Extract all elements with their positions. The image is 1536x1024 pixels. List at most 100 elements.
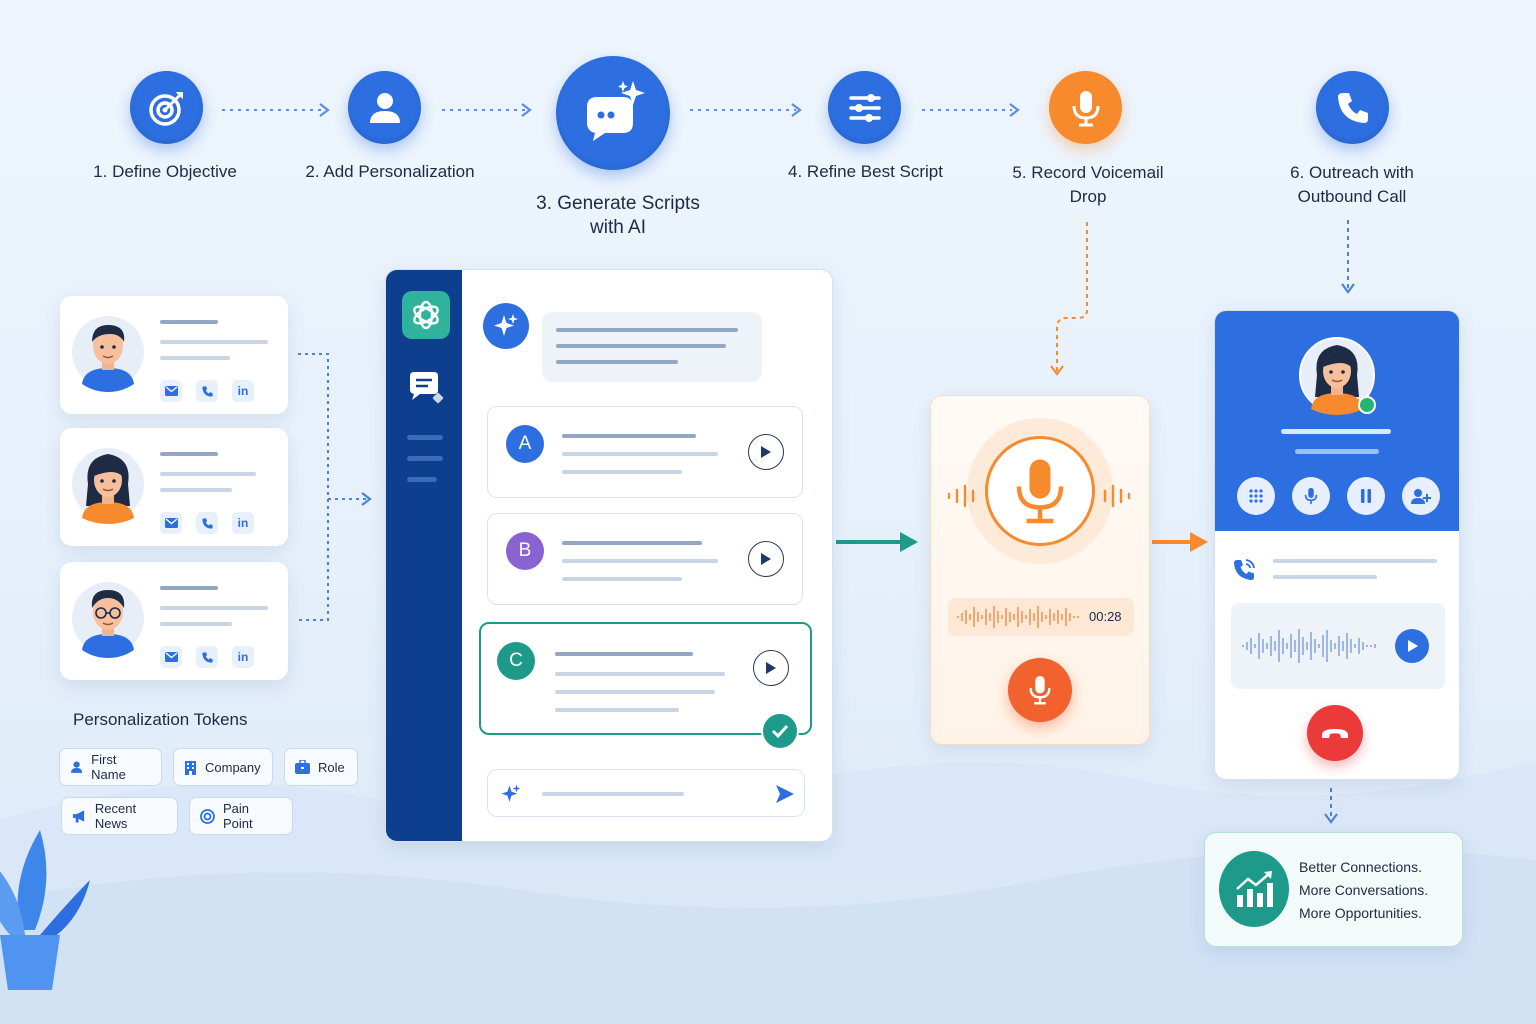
step-6-label: 6. Outreach with Outbound Call — [1290, 163, 1414, 206]
hold-button[interactable] — [1347, 477, 1385, 515]
mail-icon[interactable] — [160, 646, 182, 668]
results-line-2: More Conversations. — [1299, 882, 1429, 898]
play-icon — [761, 446, 771, 458]
token-label: First Name — [91, 752, 126, 782]
sparkle-icon — [494, 314, 518, 336]
token-label: Role — [318, 759, 345, 775]
check-icon — [771, 724, 789, 738]
play-icon — [766, 662, 776, 674]
token-role[interactable]: Role — [284, 748, 358, 786]
sliders-icon — [848, 93, 881, 122]
ai-prompt-bubble — [542, 312, 762, 382]
play-button[interactable] — [1395, 629, 1429, 663]
sound-wave-right — [1103, 484, 1131, 508]
play-button[interactable] — [753, 650, 789, 686]
linkedin-icon[interactable]: in — [232, 380, 254, 402]
megaphone-icon — [72, 810, 85, 823]
recording-duration: 00:28 — [1089, 609, 1122, 624]
step-2-circle — [348, 71, 421, 144]
online-status-dot — [1358, 396, 1376, 414]
selected-check-badge — [761, 712, 799, 750]
mail-icon[interactable] — [160, 380, 182, 402]
script-option-a[interactable]: A — [487, 406, 803, 498]
step-6-circle — [1316, 71, 1389, 144]
results-card: Better Connections. More Conversations. … — [1204, 832, 1463, 947]
token-pain-point[interactable]: Pain Point — [189, 797, 293, 835]
ai-avatar — [483, 303, 529, 349]
growth-badge — [1219, 851, 1289, 927]
step-5-circle — [1049, 71, 1122, 144]
voicemail-playback — [1231, 603, 1445, 689]
calling-phone-icon — [1234, 559, 1255, 580]
sidebar-menu-line[interactable] — [407, 456, 443, 461]
contact-card-3: in — [60, 562, 288, 680]
end-call-button[interactable] — [1307, 705, 1363, 761]
play-button[interactable] — [748, 434, 784, 470]
step-2-label: 2. Add Personalization — [305, 162, 475, 181]
token-label: Pain Point — [222, 801, 253, 831]
sidebar-menu-line[interactable] — [407, 477, 437, 482]
record-microphone-ring[interactable] — [985, 436, 1095, 546]
step-5-label: 5. Record Voicemail Drop — [1012, 163, 1164, 206]
step-1-circle — [130, 71, 203, 144]
waveform — [1242, 629, 1376, 663]
avatar-male-glasses — [72, 582, 144, 658]
results-line-3: More Opportunities. — [1299, 905, 1422, 921]
token-first-name[interactable]: First Name — [59, 748, 162, 786]
phone-icon[interactable] — [196, 646, 218, 668]
waveform — [957, 606, 1079, 628]
option-letter: B — [506, 532, 544, 570]
record-button[interactable] — [1008, 658, 1072, 722]
prompt-input[interactable] — [487, 769, 805, 817]
sparkle-icon — [501, 784, 521, 802]
hang-up-icon — [1322, 729, 1348, 738]
token-label: Company — [205, 759, 261, 775]
contact-card-1: in — [60, 296, 288, 414]
step-1-label: 1. Define Objective — [93, 162, 237, 181]
keypad-button[interactable] — [1237, 477, 1275, 515]
phone-icon[interactable] — [196, 380, 218, 402]
mail-icon[interactable] — [160, 512, 182, 534]
token-company[interactable]: Company — [173, 748, 273, 786]
microphone-icon — [1029, 676, 1051, 705]
send-icon[interactable] — [774, 783, 796, 805]
linkedin-icon[interactable]: in — [232, 646, 254, 668]
play-icon — [761, 553, 771, 565]
target-icon — [148, 91, 183, 126]
growth-chart-icon — [1236, 871, 1273, 907]
sound-wave-left — [947, 484, 975, 508]
avatar-female — [72, 448, 144, 524]
script-generator-panel: A B C — [385, 269, 833, 842]
step-3-label: 3. Generate Scripts with AI — [536, 193, 700, 238]
pause-icon — [1361, 489, 1371, 503]
mute-button[interactable] — [1292, 477, 1330, 515]
results-line-1: Better Connections. — [1299, 859, 1422, 875]
plant-decoration — [0, 830, 90, 990]
openai-logo-icon — [413, 300, 439, 330]
panel-sidebar — [386, 270, 462, 841]
user-icon — [369, 92, 400, 123]
caller-avatar — [1299, 337, 1375, 415]
target-icon — [200, 808, 215, 824]
user-icon — [71, 761, 83, 773]
avatar-male — [72, 316, 144, 392]
script-option-c-selected[interactable]: C — [479, 622, 812, 735]
chat-edit-icon[interactable] — [408, 370, 446, 406]
microphone-icon — [1016, 459, 1064, 524]
microphone-icon — [1072, 90, 1099, 126]
phone-icon — [1337, 92, 1368, 123]
sidebar-menu-line[interactable] — [407, 435, 443, 440]
token-recent-news[interactable]: Recent News — [61, 797, 178, 835]
add-participant-button[interactable] — [1402, 477, 1440, 515]
script-option-b[interactable]: B — [487, 513, 803, 605]
token-label: Recent News — [94, 801, 137, 831]
briefcase-icon — [295, 760, 310, 774]
recording-waveform-bar: 00:28 — [948, 598, 1134, 636]
openai-logo[interactable] — [402, 291, 450, 339]
step-3-circle — [556, 56, 670, 170]
phone-icon[interactable] — [196, 512, 218, 534]
tokens-title: Personalization Tokens — [73, 710, 248, 729]
play-button[interactable] — [748, 541, 784, 577]
linkedin-icon[interactable]: in — [232, 512, 254, 534]
